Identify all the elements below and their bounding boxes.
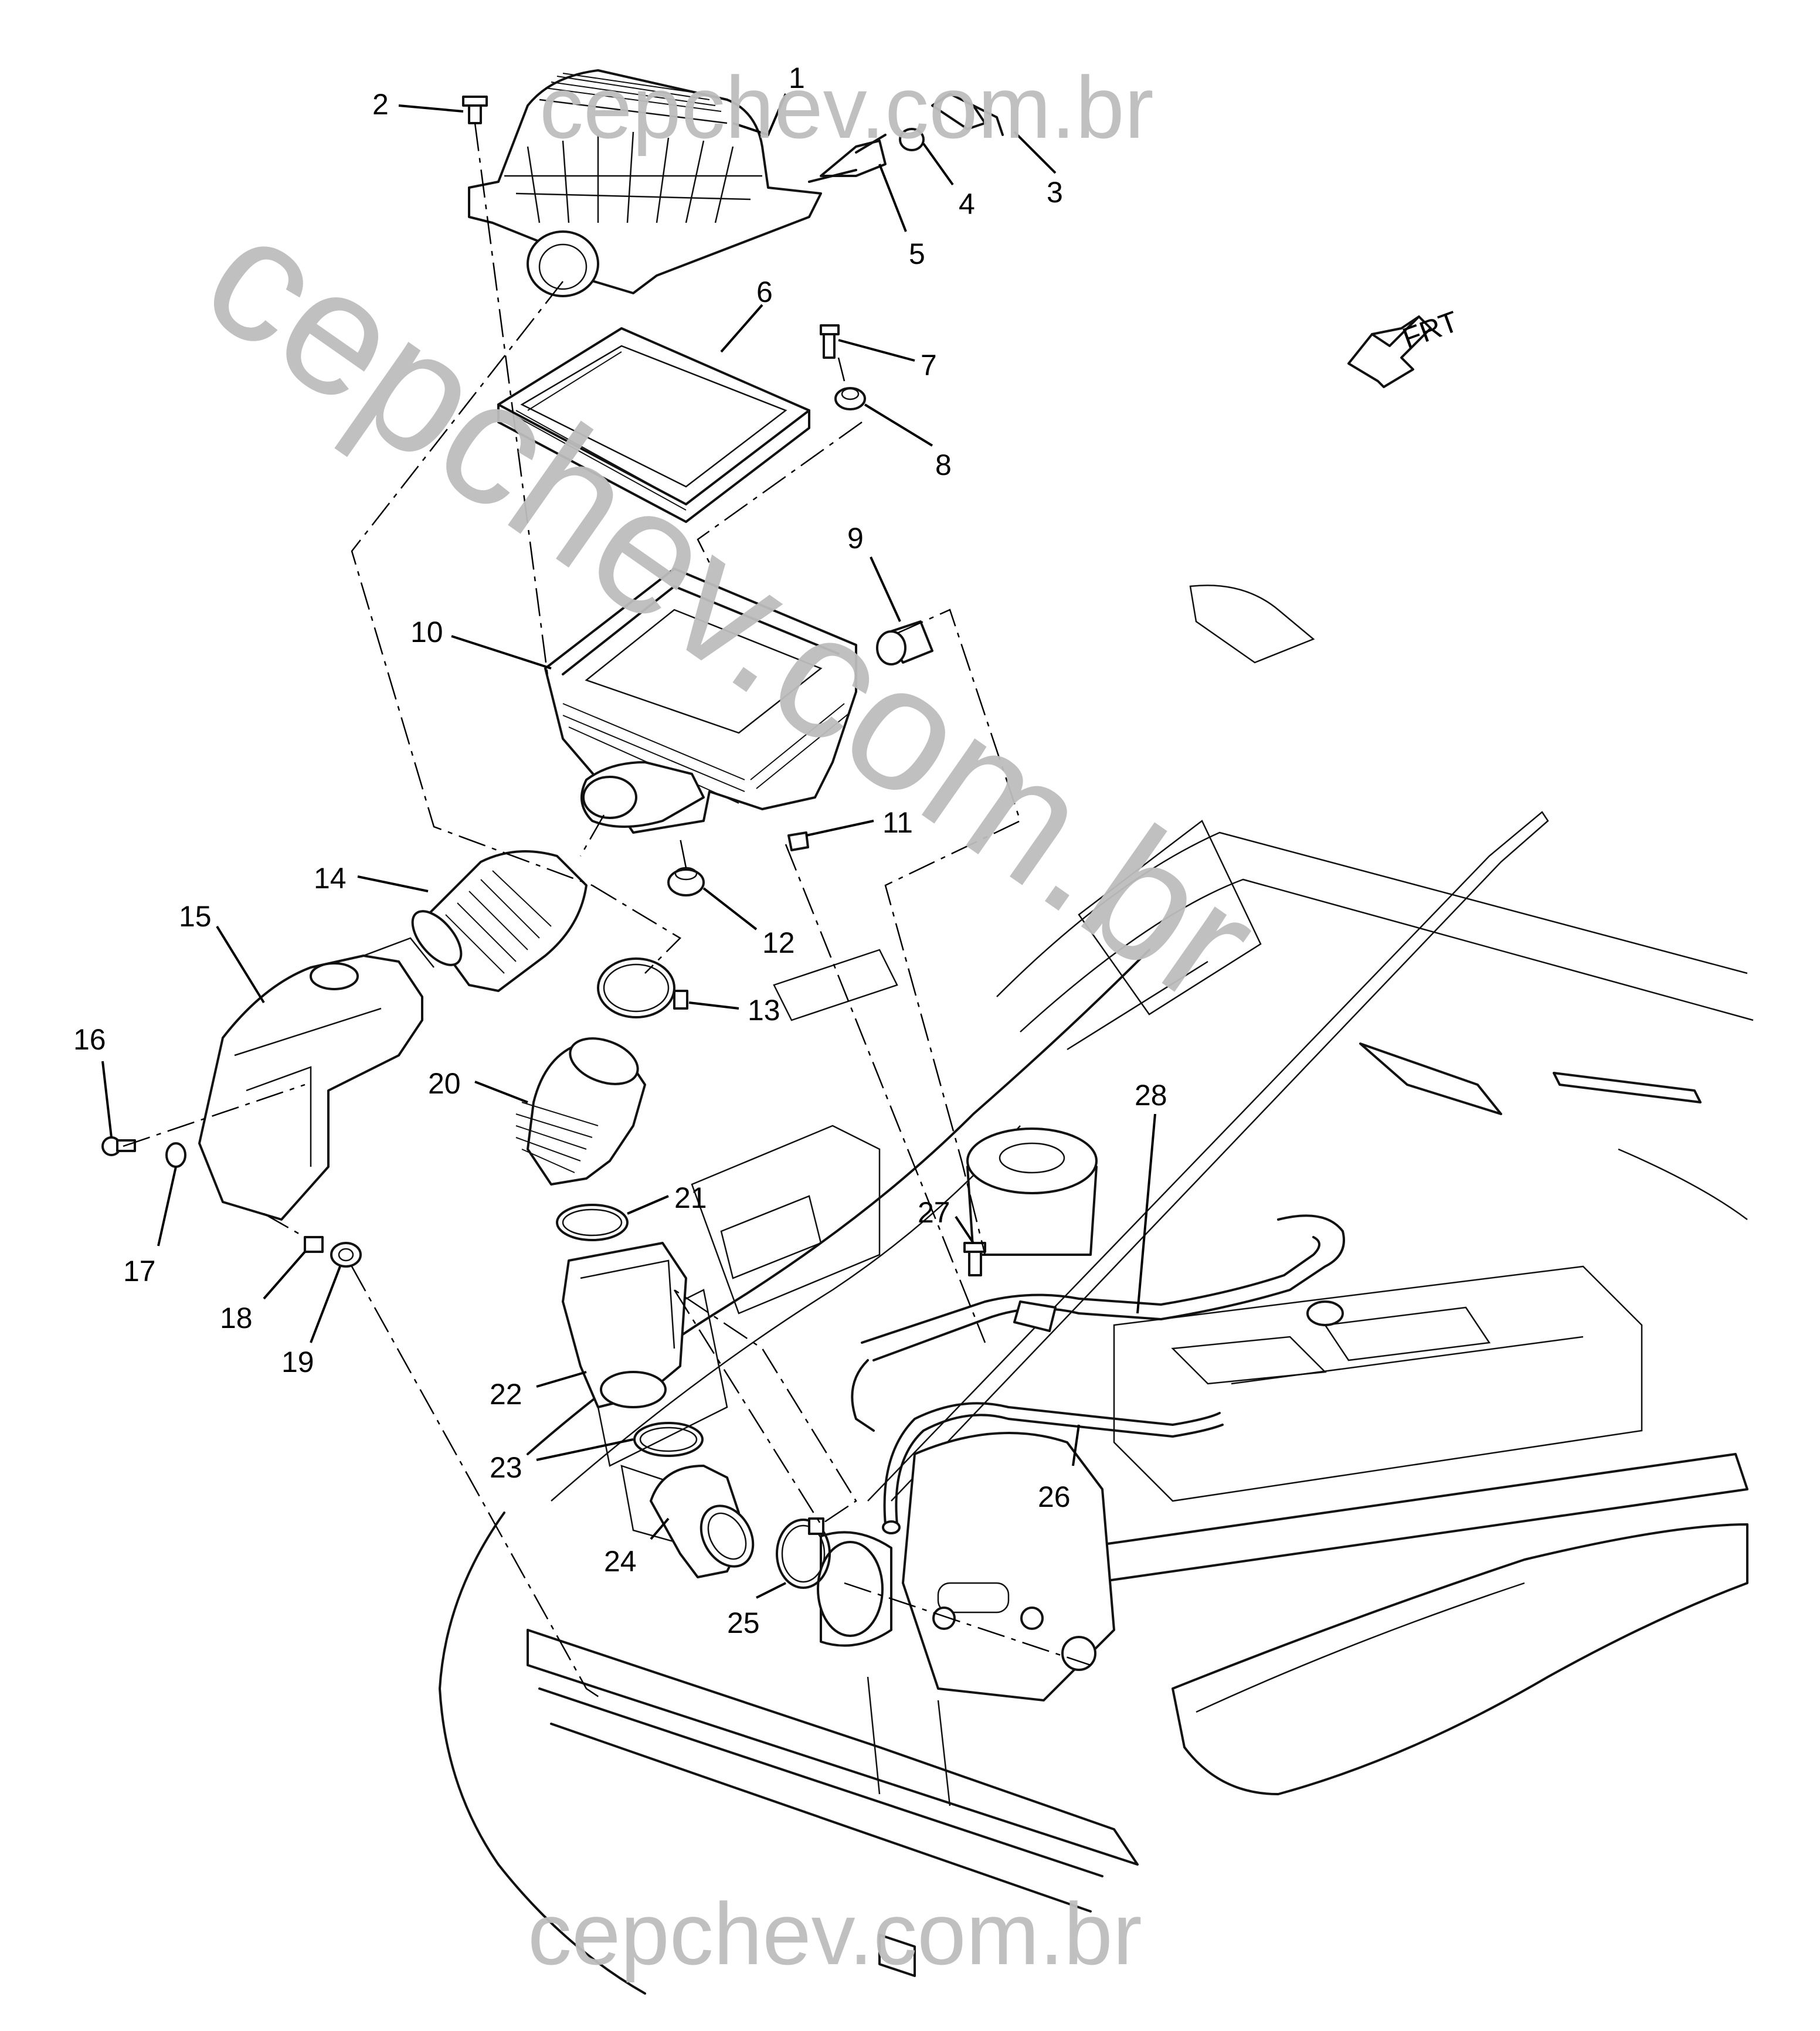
- part-2-bolt: [462, 96, 488, 124]
- callout-leader-lines: [101, 93, 1156, 1599]
- part-17-grommet: [165, 1142, 186, 1168]
- part-9-bushing: [876, 620, 933, 665]
- callout-28: 28: [1135, 1079, 1167, 1112]
- part-5-sensor: [808, 134, 887, 183]
- callout-19: 19: [281, 1346, 314, 1378]
- watermark-top: cepchev.com.br: [539, 58, 1154, 157]
- callout-14: 14: [314, 862, 347, 895]
- part-6-air-filter: [497, 327, 810, 523]
- part-14-air-duct: [411, 850, 588, 992]
- part-4-nut: [899, 128, 925, 151]
- part-23-clamp: [633, 1422, 704, 1457]
- part-21-clamp: [556, 1204, 629, 1241]
- assembly-phantom-lines: [123, 123, 1091, 1701]
- callout-6: 6: [756, 276, 773, 308]
- part-15-resonator: [198, 937, 434, 1221]
- callout-22: 22: [490, 1378, 522, 1411]
- part-12-insulator: [667, 867, 705, 896]
- part-16-bolt: [101, 1136, 136, 1156]
- part-8-grommet: [834, 387, 866, 410]
- part-3-bracket: [931, 93, 1004, 136]
- callout-12: 12: [762, 926, 795, 959]
- part-20-outlet-hose: [515, 1037, 646, 1186]
- part-24-elbow: [650, 1465, 755, 1578]
- callout-17: 17: [123, 1255, 156, 1288]
- engine-bay-illustration: [439, 585, 1754, 1995]
- part-11-clip: [787, 831, 809, 851]
- hose-28: [851, 1214, 1345, 1432]
- callout-3: 3: [1047, 176, 1063, 209]
- callout-11: 11: [882, 806, 913, 839]
- part-7-bolt: [820, 324, 840, 359]
- callout-25: 25: [727, 1607, 760, 1639]
- part-13-clamp: [597, 957, 688, 1018]
- callout-1: 1: [789, 62, 805, 94]
- callout-24: 24: [604, 1545, 637, 1578]
- part-1-air-cleaner-cover: [468, 69, 822, 297]
- callout-13: 13: [748, 994, 780, 1027]
- callout-2: 2: [372, 88, 389, 121]
- watermark-bottom: cepchev.com.br: [528, 1884, 1142, 1983]
- part-25-clamp: [776, 1517, 831, 1589]
- hose-26: [882, 1402, 1224, 1534]
- callout-20: 20: [428, 1067, 461, 1100]
- callout-26: 26: [1038, 1480, 1071, 1513]
- callout-9: 9: [847, 522, 864, 555]
- front-direction-label: FRT: [1398, 305, 1463, 355]
- callout-16: 16: [73, 1023, 106, 1056]
- callout-4: 4: [959, 188, 975, 220]
- part-22-duct-adapter: [562, 1242, 687, 1408]
- callout-27: 27: [918, 1196, 950, 1229]
- front-direction-arrow-icon: FRT: [1347, 305, 1463, 388]
- callout-23: 23: [490, 1451, 522, 1484]
- part-18-pin: [304, 1236, 324, 1253]
- callout-15: 15: [179, 900, 212, 933]
- part-19-grommet: [330, 1242, 362, 1268]
- callout-21: 21: [674, 1181, 707, 1214]
- part-27-bolt: [963, 1242, 986, 1276]
- callout-5: 5: [909, 237, 925, 270]
- callout-7: 7: [921, 349, 937, 382]
- callout-labels: 1 2 3 4 5 6 7 8 9 10 11 12 13 14 15 16 1…: [73, 62, 1167, 1639]
- callout-8: 8: [935, 449, 952, 481]
- callout-18: 18: [220, 1302, 253, 1334]
- part-10-air-cleaner-housing: [544, 568, 857, 834]
- callout-10: 10: [410, 616, 443, 648]
